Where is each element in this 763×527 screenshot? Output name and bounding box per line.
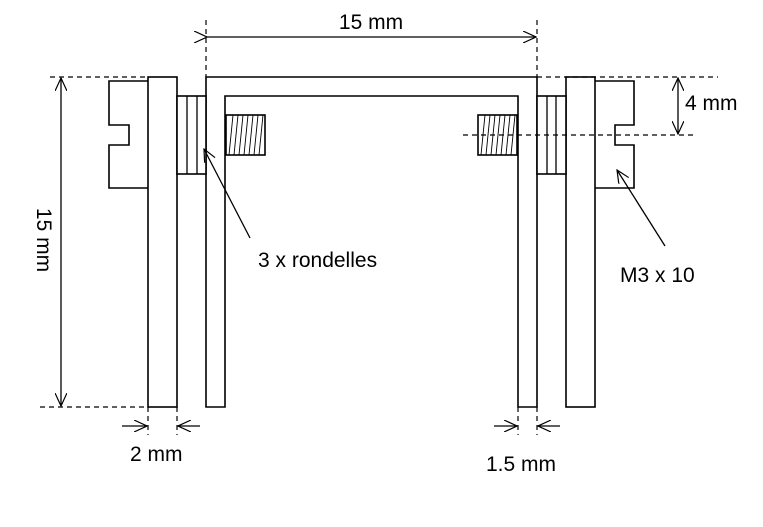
height-label: 15 mm: [32, 208, 55, 272]
plate-thickness-label: 2 mm: [130, 443, 183, 466]
left-threaded-insert: [225, 114, 266, 156]
left-screw-head: [108, 80, 148, 189]
frame-thickness-dimension: 1.5 mm: [486, 407, 560, 476]
offset-label: 4 mm: [685, 92, 738, 115]
top-width-label: 15 mm: [339, 11, 403, 34]
frame-thickness-label: 1.5 mm: [486, 453, 556, 476]
washers-label: 3 x rondelles: [258, 249, 377, 272]
plate-thickness-dimension: 2 mm: [122, 407, 200, 466]
left-washers: [176, 95, 207, 175]
left-plate: [147, 76, 178, 408]
right-plate: [565, 76, 596, 408]
screw-label: M3 x 10: [620, 264, 695, 287]
screw-callout: M3 x 10: [617, 170, 695, 287]
right-washers: [536, 95, 567, 175]
washers-callout: 3 x rondelles: [204, 149, 377, 272]
top-width-dimension: 15 mm: [206, 11, 538, 77]
height-dimension: 15 mm: [32, 76, 148, 408]
right-screw-head: [595, 80, 635, 189]
offset-dimension: 4 mm: [463, 76, 738, 136]
